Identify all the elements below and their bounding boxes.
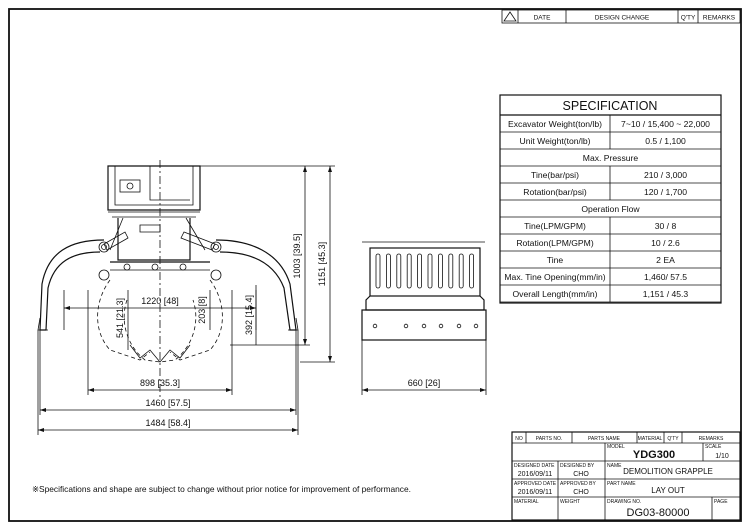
- tb-designed-by: CHO: [573, 471, 589, 478]
- revision-header: DATE DESIGN CHANGE Q'TY REMARKS: [501, 9, 741, 24]
- revision-triangle-icon: [503, 11, 517, 22]
- side-slot: [385, 253, 391, 289]
- spec-row-value: 30 / 8: [655, 221, 677, 231]
- spec-title: SPECIFICATION: [563, 99, 658, 113]
- tb-approved-date: 2016/09/11: [518, 489, 553, 496]
- tb-name-label: NAME: [607, 463, 622, 469]
- spec-row-label: Max. Tine Opening(mm/in): [504, 272, 605, 282]
- tb-approved-date-label: APPROVED DATE: [514, 481, 557, 487]
- tb-material: MATERIAL: [638, 436, 663, 442]
- grapple-side-view: 660 [26]: [361, 241, 487, 395]
- rev-remarks-header: REMARKS: [703, 15, 736, 22]
- side-slot: [448, 253, 454, 289]
- tb-part-name-label: PART NAME: [607, 481, 636, 487]
- side-slot: [406, 253, 412, 289]
- tb-weight-label: WEIGHT: [560, 499, 580, 505]
- tb-parts-name: PARTS NAME: [588, 436, 621, 442]
- tb-model-label: MODEL: [607, 444, 625, 450]
- side-slot: [417, 253, 423, 289]
- title-block: NO PARTS NO. PARTS NAME MATERIAL Q'TY RE…: [511, 431, 741, 521]
- spec-section-heading: Max. Pressure: [583, 153, 639, 163]
- spec-row-value: 0.5 / 1,100: [645, 136, 686, 146]
- tb-drawing-no: DG03-80000: [627, 507, 690, 519]
- grapple-front-view: [37, 160, 299, 400]
- dim-898: 898 [35.3]: [140, 378, 180, 388]
- side-slot: [427, 253, 433, 289]
- tb-designed-date-label: DESIGNED DATE: [514, 463, 555, 469]
- side-slot: [375, 253, 381, 289]
- tb-page-label: PAGE: [714, 499, 728, 505]
- dim-1003: 1003 [39.5]: [292, 233, 302, 278]
- tb-drawing-no-label: DRAWING NO.: [607, 499, 641, 505]
- tb-scale: 1/10: [715, 453, 729, 460]
- tb-qty: Q'TY: [667, 436, 679, 442]
- tb-name: DEMOLITION GRAPPLE: [623, 467, 713, 476]
- tb-no: NO: [515, 436, 523, 442]
- rev-design-change-header: DESIGN CHANGE: [595, 15, 650, 22]
- spec-row-value: 1,151 / 45.3: [643, 289, 689, 299]
- tb-scale-label: SCALE: [705, 444, 722, 450]
- tb-remarks: REMARKS: [699, 436, 724, 442]
- side-slot: [396, 253, 402, 289]
- spec-row-value: 120 / 1,700: [644, 187, 687, 197]
- tb-part-name: LAY OUT: [651, 486, 685, 495]
- spec-row-value: 2 EA: [656, 255, 675, 265]
- spec-row-value: 10 / 2.6: [651, 238, 680, 248]
- tb-designed-date: 2016/09/11: [518, 471, 553, 478]
- side-slot: [437, 253, 443, 289]
- spec-section-heading: Operation Flow: [581, 204, 640, 214]
- tb-material-label: MATERIAL: [514, 499, 539, 505]
- rev-date-header: DATE: [534, 15, 552, 22]
- dim-392: 392 [15.4]: [244, 295, 254, 335]
- spec-row-label: Tine: [547, 255, 564, 265]
- dim-1460: 1460 [57.5]: [145, 398, 190, 408]
- side-slot: [458, 253, 464, 289]
- spec-row-label: Overall Length(mm/in): [512, 289, 597, 299]
- specification-table: SPECIFICATION Excavator Weight(ton/lb) 7~…: [499, 94, 722, 304]
- sheet-border: [8, 8, 742, 522]
- spec-row-value: 7~10 / 15,400 ~ 22,000: [621, 119, 710, 129]
- dim-203: 203 [8]: [197, 296, 207, 324]
- spec-row-value: 1,460/ 57.5: [644, 272, 687, 282]
- spec-row-label: Excavator Weight(ton/lb): [508, 119, 602, 129]
- dim-1484: 1484 [58.4]: [145, 418, 190, 428]
- footnote: ※Specifications and shape are subject to…: [32, 484, 411, 494]
- spec-row-label: Rotation(bar/psi): [523, 187, 587, 197]
- tb-approved-by-label: APPROVED BY: [560, 481, 597, 487]
- spec-row-label: Tine(bar/psi): [531, 170, 579, 180]
- dim-1151: 1151 [45.3]: [317, 242, 327, 286]
- tb-approved-by: CHO: [573, 489, 589, 496]
- spec-row-label: Rotation(LPM/GPM): [516, 238, 594, 248]
- side-slot: [469, 253, 475, 289]
- tb-model: YDG300: [633, 449, 675, 461]
- tb-designed-by-label: DESIGNED BY: [560, 463, 595, 469]
- front-view-dimensions: 1220 [48] 203 [8] 392 [15.4] 541 [21.3] …: [37, 165, 335, 435]
- spec-row-label: Tine(LPM/GPM): [524, 221, 586, 231]
- spec-row-label: Unit Weight(ton/lb): [519, 136, 590, 146]
- dim-660: 660 [26]: [408, 378, 441, 388]
- spec-row-value: 210 / 3,000: [644, 170, 687, 180]
- dim-541: 541 [21.3]: [115, 298, 125, 338]
- tb-parts-no: PARTS NO.: [536, 436, 563, 442]
- rev-qty-header: Q'TY: [681, 15, 696, 22]
- dim-1220: 1220 [48]: [141, 296, 179, 306]
